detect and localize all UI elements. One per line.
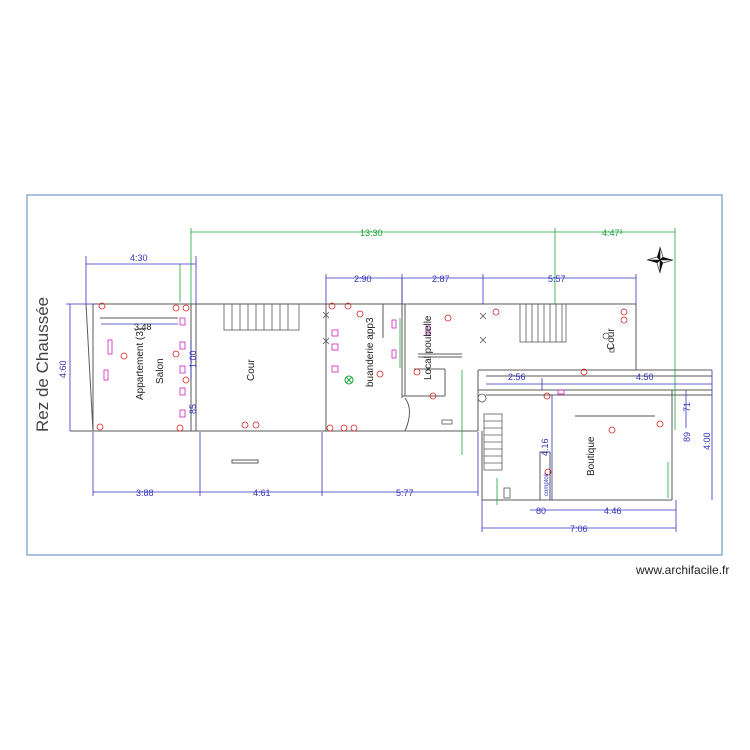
dim-left-height: 4:60 xyxy=(58,360,68,378)
room-label-court-left: Cour xyxy=(246,359,257,381)
dim-bottom-3: 5:77 xyxy=(396,488,414,498)
room-label-trash: Local poubelle xyxy=(423,315,434,380)
room-label-laundry: buanderie app3 xyxy=(365,317,376,387)
dim-top-2: 2:87 xyxy=(432,274,450,284)
room-label-shop: Boutique xyxy=(586,436,597,476)
room-label-salon: Salon xyxy=(155,358,166,384)
dim-top-3: 5:57 xyxy=(548,274,566,284)
stairs-shop xyxy=(483,413,503,471)
dim-left-top: 4:30 xyxy=(130,253,148,263)
dim-overall: 13:30 xyxy=(360,228,383,238)
dim-bottom-mid: 4.46 xyxy=(604,506,622,516)
stairs-right-court xyxy=(519,303,567,343)
green-dimension-lines xyxy=(179,228,676,505)
walls xyxy=(70,278,712,501)
room-label-counter: comptoir xyxy=(544,473,550,496)
dim-bottom-2: 4:61 xyxy=(253,488,271,498)
stairs-left-court xyxy=(223,303,300,331)
magenta-symbols xyxy=(103,317,565,418)
room-label-court-right: Cour xyxy=(606,328,617,350)
dim-top-right-green: 4:47³ xyxy=(602,228,623,238)
dim-apt-inner: 3.48 xyxy=(134,322,152,332)
dim-shop-height: 4.16 xyxy=(540,438,550,456)
dim-right-h1: 71 xyxy=(682,402,692,412)
dim-bottom-small: 80 xyxy=(536,506,546,516)
level-title: Rez de Chaussée xyxy=(33,297,52,432)
dim-apt-door-1: 1:00 xyxy=(188,350,198,368)
dim-bottom-1: 3:88 xyxy=(136,488,154,498)
compass-rose-icon xyxy=(646,246,674,274)
dim-bottom-total: 7:06 xyxy=(570,524,588,534)
vent-symbol xyxy=(344,375,354,385)
plan-frame xyxy=(26,194,723,556)
dim-top-1: 2:90 xyxy=(354,274,372,284)
dim-right-h2: 89 xyxy=(682,432,692,442)
electrical-symbols xyxy=(96,302,664,476)
blue-dimension-lines xyxy=(66,256,713,532)
dim-right-h3: 4:00 xyxy=(702,432,712,450)
dim-apt-door-2: 85 xyxy=(188,404,198,414)
watermark: www.archifacile.fr xyxy=(636,563,730,577)
dim-mid-2: 4.50 xyxy=(636,372,654,382)
room-label-apartment: Appartement (3) xyxy=(135,328,146,400)
switch-symbols xyxy=(322,311,615,499)
dim-mid-1: 2:56 xyxy=(508,372,526,382)
